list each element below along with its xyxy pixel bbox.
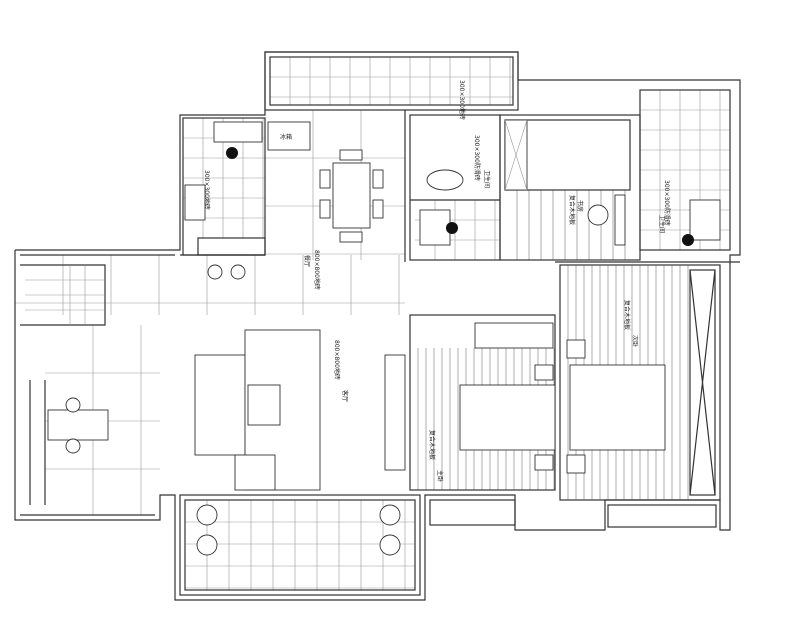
fridge <box>267 121 311 151</box>
label-dining-floor: 800×800地砖 <box>313 250 321 290</box>
study-chair <box>587 204 609 226</box>
walls <box>14 51 741 601</box>
desk <box>47 409 109 441</box>
label-bedroom2-floor: 复合木地板 <box>623 300 631 330</box>
tile-grids <box>15 57 730 590</box>
coffee-table <box>247 384 281 426</box>
label-study-floor: 复合木地板 <box>568 195 576 225</box>
fridge-label: 冰箱 <box>280 133 292 141</box>
label-master-floor: 复合木地板 <box>428 430 436 460</box>
sink <box>213 121 263 143</box>
label-dining: 餐厅 <box>303 255 311 267</box>
label-study: 书房 <box>576 200 584 212</box>
label-living-floor: 800×800地砖 <box>333 340 341 380</box>
sofa <box>194 354 246 456</box>
label-bath2-floor: 300×300防滑砖 <box>663 180 671 226</box>
label-master: 主卧 <box>436 470 444 482</box>
master-bed <box>459 384 556 451</box>
bathtub <box>426 169 464 191</box>
stove <box>184 184 206 221</box>
furniture: 冰箱 <box>47 119 721 556</box>
study-desk <box>614 194 626 246</box>
label-kitchen-floor: 300×300地砖 <box>203 170 211 210</box>
second-bed <box>569 364 666 451</box>
dining-table <box>332 162 371 229</box>
label-balcony-floor: 300×300地砖 <box>458 80 466 120</box>
tv-cabinet <box>384 354 406 471</box>
label-bath1-floor: 300×300防滑砖 <box>473 135 481 181</box>
basin <box>419 209 451 246</box>
plants <box>196 504 401 556</box>
wardrobe <box>474 322 554 349</box>
label-bath1: 卫生间 <box>483 170 491 188</box>
label-bath2: 卫生间 <box>658 215 666 233</box>
label-living: 客厅 <box>341 390 349 402</box>
label-bedroom2: 次卧 <box>631 335 639 347</box>
room-labels: 300×300地砖 300×300地砖 800×800地砖 餐厅 300×300… <box>203 80 671 482</box>
